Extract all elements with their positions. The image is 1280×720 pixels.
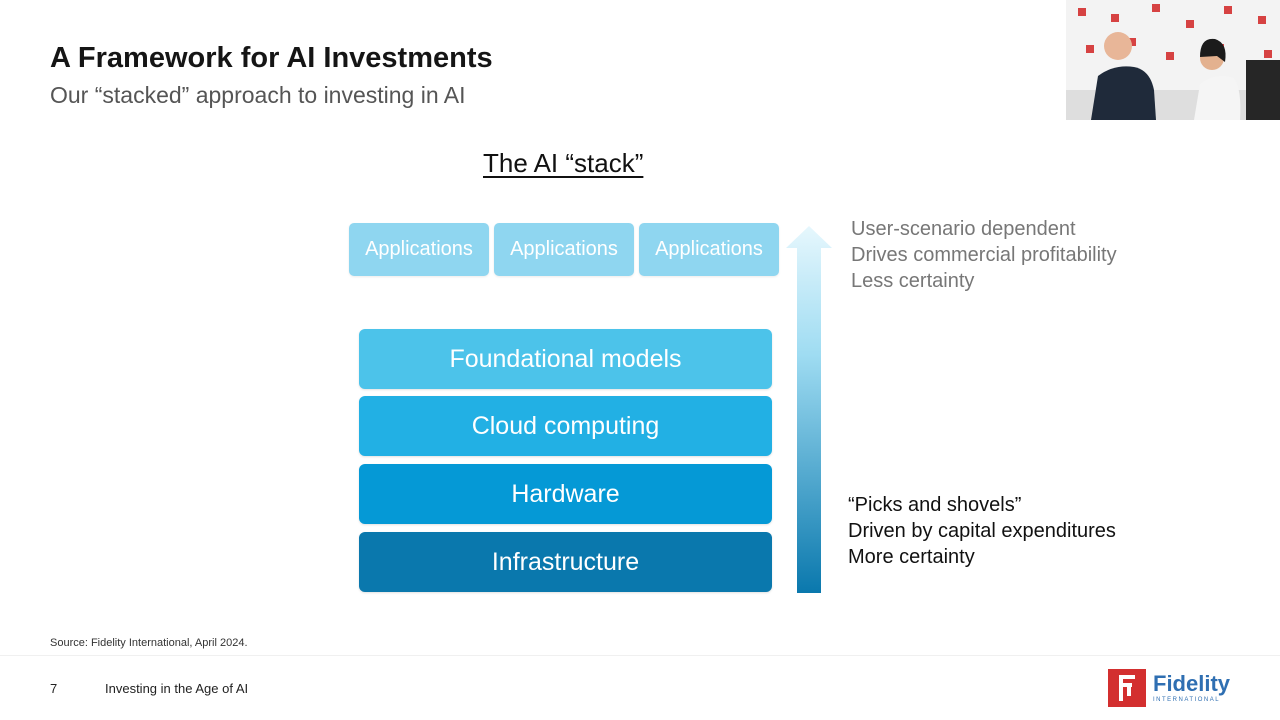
certainty-arrow-icon — [786, 226, 832, 593]
layer-infrastructure: Infrastructure — [359, 532, 772, 592]
note-picks-and-shovels: “Picks and shovels” — [848, 494, 1022, 516]
note-user-scenario: User-scenario dependent — [851, 218, 1076, 240]
note-capital-expenditures: Driven by capital expenditures — [848, 520, 1116, 542]
fidelity-logo: Fidelity INTERNATIONAL — [1108, 668, 1233, 708]
fidelity-mark-icon — [1108, 669, 1146, 707]
page-number: 7 — [50, 681, 58, 696]
note-more-certainty: More certainty — [848, 546, 975, 568]
layer-hardware: Hardware — [359, 464, 772, 524]
stack-heading: The AI “stack” — [483, 148, 644, 178]
footer-title: Investing in the Age of AI — [105, 681, 249, 696]
footer-divider — [0, 655, 1280, 656]
source-note: Source: Fidelity International, April 20… — [50, 637, 248, 649]
presenter-video-feed — [1066, 0, 1280, 120]
application-box-1: Applications — [349, 223, 489, 276]
application-box-3: Applications — [639, 223, 779, 276]
application-box-2: Applications — [494, 223, 634, 276]
top-layer-notes: User-scenario dependent Drives commercia… — [851, 216, 1117, 294]
layer-cloud-computing: Cloud computing — [359, 396, 772, 456]
note-commercial-profitability: Drives commercial profitability — [851, 244, 1117, 266]
note-less-certainty: Less certainty — [851, 270, 975, 292]
logo-wordmark: Fidelity — [1153, 671, 1231, 696]
bottom-layer-notes: “Picks and shovels” Driven by capital ex… — [848, 492, 1116, 570]
layer-foundational-models: Foundational models — [359, 329, 772, 389]
slide-title: A Framework for AI Investments — [50, 42, 493, 74]
logo-subtitle: INTERNATIONAL — [1153, 697, 1221, 703]
slide-subtitle: Our “stacked” approach to investing in A… — [50, 82, 466, 108]
